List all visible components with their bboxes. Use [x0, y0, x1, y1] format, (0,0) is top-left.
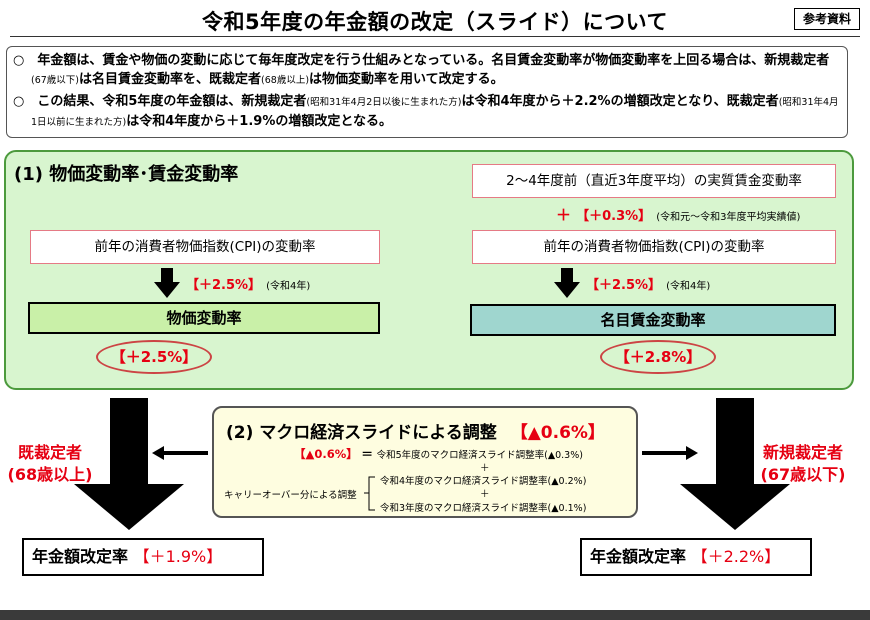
new-final-rate-box: 年金額改定率 【＋2.2%】 [580, 538, 812, 576]
new-recipients-label: 新規裁定者 (67歳以下) [740, 442, 866, 486]
existing-label-line1: 既裁定者 [17, 443, 82, 462]
summary-box: ○ 年金額は、賃金や物価の変動に応じて毎年度改定を行う仕組みとなっている。名目賃… [6, 46, 848, 138]
new-final-value: 【＋2.2%】 [691, 547, 781, 566]
macro-slide-title-text: (2) マクロ経済スライドによる調整 [226, 423, 497, 443]
macro-total-line: 【▲0.6%】 ＝ 令和5年度のマクロ経済スライド調整率(▲0.3%) [294, 446, 583, 462]
down-arrow-icon [154, 268, 180, 298]
right-cpi-value: 【＋2.5%】 [586, 278, 662, 293]
right-cpi-box: 前年の消費者物価指数(CPI)の変動率 [472, 230, 836, 264]
equals-sign: ＝ [361, 447, 373, 461]
summary-text: ○ この結果、令和5年度の年金額は、新規裁定者 [13, 94, 307, 109]
macro-line-2: 令和4年度のマクロ経済スライド調整率(▲0.2%) [380, 476, 587, 487]
down-arrow-icon [554, 268, 580, 298]
existing-recipients-label: 既裁定者 (68歳以上) [0, 442, 100, 486]
real-wage-box: 2～4年度前（直近3年度平均）の実質賃金変動率 [472, 164, 836, 198]
left-cpi-value: 【＋2.5%】 [186, 278, 262, 293]
plus-sign: ＋ [556, 206, 572, 224]
summary-text: は令和4年度から＋1.9%の増額改定となる。 [126, 114, 392, 129]
existing-final-label: 年金額改定率 [32, 547, 129, 566]
nominal-wage-rate-box: 名目賃金変動率 [470, 304, 836, 336]
macro-slide-title: (2) マクロ経済スライドによる調整 【▲0.6%】 [226, 418, 605, 443]
left-cpi-change: 【＋2.5%】 (令和4年) [186, 274, 310, 293]
carry-over-label: キャリーオーバー分による調整 [224, 490, 357, 501]
reference-badge: 参考資料 [794, 8, 860, 30]
bracket-icon [364, 476, 375, 511]
page-title: 令和5年度の年金額の改定（スライド）について [202, 10, 668, 34]
real-wage-value: 【＋0.3%】 [576, 209, 652, 224]
new-final-label: 年金額改定率 [590, 547, 687, 566]
title-underline [10, 36, 860, 37]
existing-final-rate-box: 年金額改定率 【＋1.9%】 [22, 538, 264, 576]
section1-title: (1) 物価変動率･賃金変動率 [14, 164, 239, 185]
left-cpi-box: 前年の消費者物価指数(CPI)の変動率 [30, 230, 380, 264]
price-change-rate-value: 【＋2.5%】 [96, 340, 212, 374]
right-cpi-change: 【＋2.5%】 (令和4年) [586, 274, 710, 293]
footer-bar [0, 610, 870, 620]
existing-final-value: 【＋1.9%】 [133, 547, 223, 566]
left-cpi-note: (令和4年) [266, 281, 311, 292]
right-arrow-icon [642, 446, 698, 460]
summary-note: (68歳以上) [261, 75, 310, 86]
summary-text: は物価変動率を用いて改定する。 [309, 72, 504, 87]
summary-paragraph-1: ○ 年金額は、賃金や物価の変動に応じて毎年度改定を行う仕組みとなっている。名目賃… [13, 51, 841, 90]
real-wage-change: ＋ 【＋0.3%】 (令和元～令和3年度平均実績値) [556, 204, 800, 225]
summary-text: は名目賃金変動率を、既裁定者 [79, 72, 262, 87]
price-change-rate-box: 物価変動率 [28, 302, 380, 334]
macro-slide-title-value: 【▲0.6%】 [510, 423, 605, 443]
right-big-down-arrow-icon [680, 398, 790, 530]
summary-note: (昭和31年4月1日以前に生まれた方) [31, 97, 839, 128]
summary-paragraph-2: ○ この結果、令和5年度の年金額は、新規裁定者(昭和31年4月2日以後に生まれた… [13, 92, 841, 132]
macro-total-value: 【▲0.6%】 [294, 447, 358, 461]
macro-line-3: 令和3年度のマクロ経済スライド調整率(▲0.1%) [380, 503, 587, 514]
plus-sign: ＋ [480, 463, 490, 474]
summary-text: ○ 年金額は、賃金や物価の変動に応じて毎年度改定を行う仕組みとなっている。名目賃… [13, 53, 830, 68]
existing-label-line2: (68歳以上) [7, 465, 93, 484]
summary-note: (67歳以下) [31, 75, 80, 86]
macro-slide-box [212, 406, 638, 518]
left-arrow-icon [152, 446, 208, 460]
macro-line-1: 令和5年度のマクロ経済スライド調整率(▲0.3%) [376, 450, 583, 461]
summary-text: は令和4年度から＋2.2%の増額改定となり、既裁定者 [461, 94, 779, 109]
left-big-down-arrow-icon [74, 398, 184, 530]
plus-sign: ＋ [480, 489, 490, 500]
right-cpi-note: (令和4年) [666, 281, 711, 292]
nominal-wage-rate-value: 【＋2.8%】 [600, 340, 716, 374]
summary-note: (昭和31年4月2日以後に生まれた方) [306, 97, 462, 108]
new-label-line1: 新規裁定者 [762, 443, 843, 462]
real-wage-note: (令和元～令和3年度平均実績値) [656, 212, 801, 223]
new-label-line2: (67歳以下) [760, 465, 846, 484]
